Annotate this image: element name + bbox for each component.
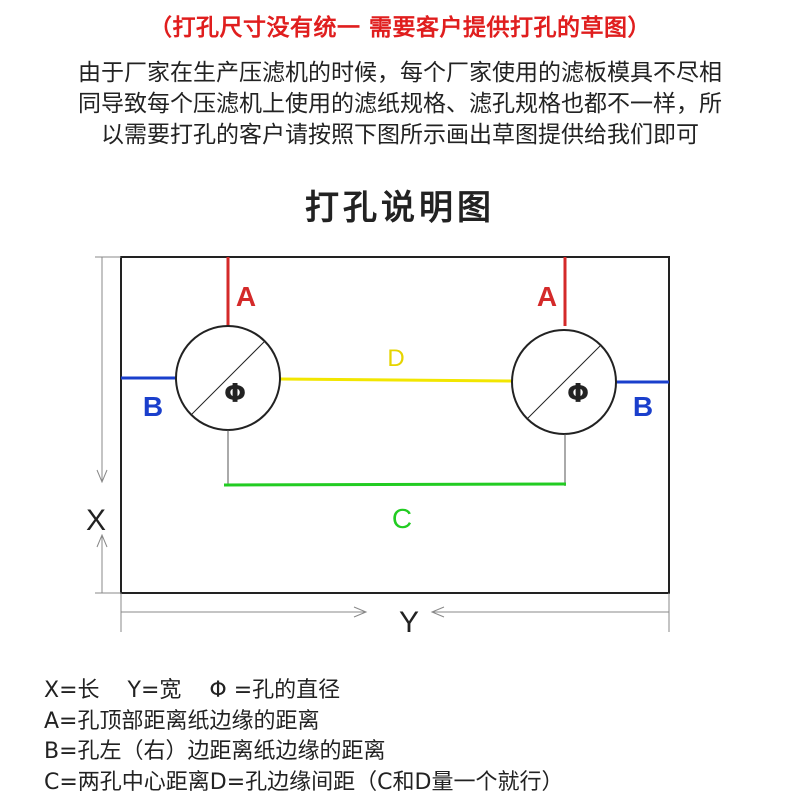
paper-outline (120, 256, 670, 594)
y-label: Y (399, 606, 419, 639)
legend-phi: Φ =孔的直径 (209, 678, 341, 703)
legend-x: X=长 (44, 678, 100, 703)
legend: X=长 Y=宽 Φ =孔的直径 A=孔顶部距离纸边缘的距离 B=孔左（右）边距离纸边… (44, 676, 563, 798)
hole-left-diameter (190, 340, 266, 416)
d-line (279, 377, 513, 383)
x-arrow-up (96, 533, 108, 548)
legend-b: B=孔左（右）边距离纸边缘的距离 (44, 739, 386, 764)
y-arrow-left (430, 606, 445, 618)
intro-line-2: 同导致每个压滤机上使用的滤纸规格、滤孔规格也都不一样，所 (78, 91, 722, 117)
intro-paragraph: 由于厂家在生产压滤机的时候，每个厂家使用的滤板模具不尽相 同导致每个压滤机上使用… (0, 58, 800, 151)
intro-line-3: 以需要打孔的客户请按照下图所示画出草图提供给我们即可 (101, 122, 699, 148)
x-label: X (86, 504, 106, 537)
legend-row-dimensions: X=长 Y=宽 Φ =孔的直径 (44, 676, 563, 707)
intro-line-1: 由于厂家在生产压滤机的时候，每个厂家使用的滤板模具不尽相 (78, 60, 722, 86)
a-label-left: A (236, 281, 256, 312)
legend-a: A=孔顶部距离纸边缘的距离 (44, 708, 320, 734)
diagram-title: 打孔说明图 (305, 188, 495, 228)
phi-label-right: Φ (567, 379, 589, 409)
b-label-right: B (633, 391, 653, 422)
legend-y: Y=宽 (127, 678, 182, 703)
y-arrow-right (353, 606, 368, 618)
phi-label-left: Φ (224, 379, 246, 409)
hole-right-diameter (526, 344, 602, 420)
b-label-left: B (143, 391, 163, 422)
d-label: D (387, 345, 404, 372)
notice-text: （打孔尺寸没有统一 需要客户提供打孔的草图） (148, 15, 651, 41)
legend-c: C=两孔中心距离D=孔边缘间距（C和D量一个就行） (44, 769, 564, 795)
a-label-right: A (537, 281, 557, 312)
x-arrow-down (96, 469, 108, 484)
c-line (223, 482, 567, 487)
c-label: C (392, 503, 412, 534)
